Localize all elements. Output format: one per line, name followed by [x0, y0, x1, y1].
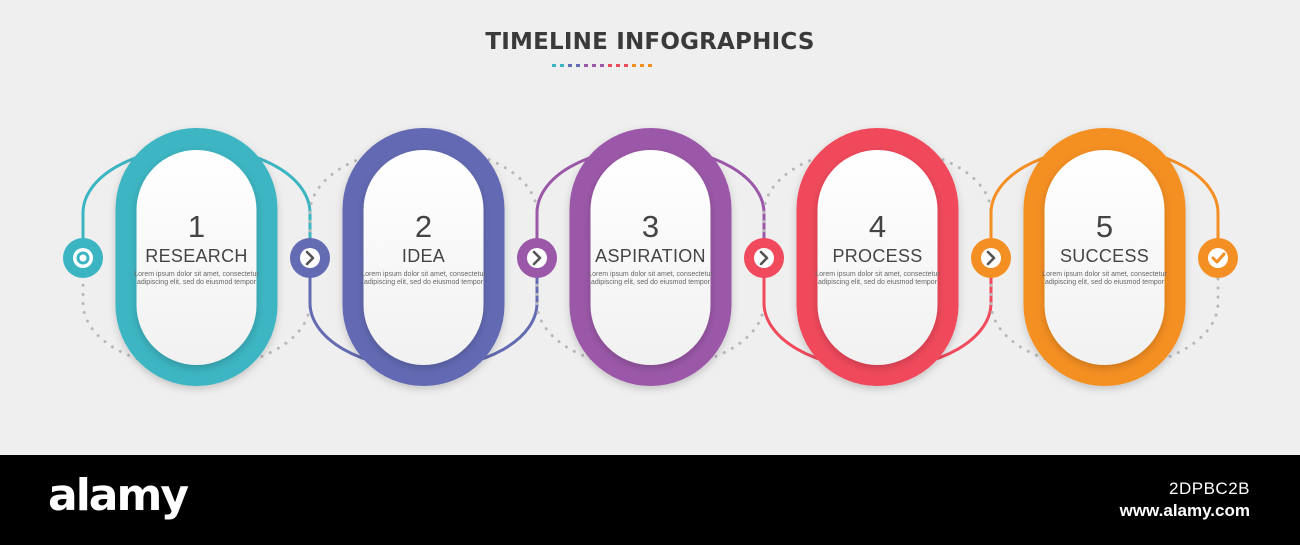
step-number: 4 — [868, 209, 887, 244]
step-description: Lorem ipsum dolor sit amet, consectetur … — [815, 271, 940, 286]
node-core — [1208, 248, 1228, 268]
step-label: SUCCESS — [1059, 246, 1150, 266]
footer-bar — [0, 455, 1300, 545]
underline-dot — [624, 64, 628, 67]
dotted-arc — [81, 256, 312, 370]
underline-dot — [592, 64, 596, 67]
dotted-arc — [989, 256, 1220, 370]
node-4 — [744, 238, 784, 278]
step-number: 2 — [414, 209, 433, 244]
chevron-right-icon — [759, 250, 769, 266]
node-2 — [290, 238, 330, 278]
step-4-capsule — [796, 128, 959, 386]
capsule-inner — [817, 150, 938, 365]
underline-dot — [640, 64, 644, 67]
title-underline-dots — [552, 64, 652, 68]
step-number: 3 — [641, 209, 660, 244]
node-1 — [63, 238, 103, 278]
step-label: ASPIRATION — [595, 246, 706, 266]
underline-dot — [552, 64, 556, 67]
underline-dot — [568, 64, 572, 67]
page-title: TIMELINE INFOGRAPHICS — [485, 29, 815, 55]
step-description: Lorem ipsum dolor sit amet, consectetur … — [1042, 271, 1167, 286]
chevron-right-icon — [532, 250, 542, 266]
step-label: IDEA — [401, 246, 446, 266]
site-url: www.alamy.com — [1119, 501, 1250, 520]
brand-logo: alamy — [48, 470, 189, 521]
node-core — [981, 248, 1001, 268]
node-core — [300, 248, 320, 268]
step-number: 1 — [187, 209, 206, 244]
step-3-capsule — [569, 128, 732, 386]
underline-dot — [600, 64, 604, 67]
circle-ring-icon — [76, 251, 90, 265]
capsule-inner — [590, 150, 711, 365]
image-id: 2DPBC2B — [1169, 479, 1250, 498]
node-core — [527, 248, 547, 268]
node-5 — [971, 238, 1011, 278]
check-icon — [1211, 252, 1226, 264]
chevron-right-icon — [986, 250, 996, 266]
step-label: PROCESS — [832, 246, 923, 266]
step-description: Lorem ipsum dolor sit amet, consectetur … — [134, 271, 259, 286]
step-1-capsule — [115, 128, 278, 386]
step-description: Lorem ipsum dolor sit amet, consectetur … — [588, 271, 713, 286]
step-number: 5 — [1095, 209, 1114, 244]
underline-dot — [576, 64, 580, 67]
node-3 — [517, 238, 557, 278]
underline-dot — [616, 64, 620, 67]
dotted-arc — [308, 146, 539, 260]
node-end — [1198, 238, 1238, 278]
capsule-inner — [136, 150, 257, 365]
capsule-inner — [1044, 150, 1165, 365]
step-2-capsule — [342, 128, 505, 386]
step-description: Lorem ipsum dolor sit amet, consectetur … — [361, 271, 486, 286]
underline-dot — [608, 64, 612, 67]
step-label: RESEARCH — [145, 246, 248, 266]
underline-dot — [648, 64, 652, 67]
underline-dot — [584, 64, 588, 67]
underline-dot — [632, 64, 636, 67]
node-core — [754, 248, 774, 268]
timeline-diagram — [63, 128, 1238, 386]
dotted-arc — [535, 256, 766, 370]
chevron-right-icon — [305, 250, 315, 266]
underline-dot — [560, 64, 564, 67]
dotted-arc — [762, 146, 993, 260]
node-core — [73, 248, 93, 268]
capsule-inner — [363, 150, 484, 365]
step-5-capsule — [1023, 128, 1186, 386]
